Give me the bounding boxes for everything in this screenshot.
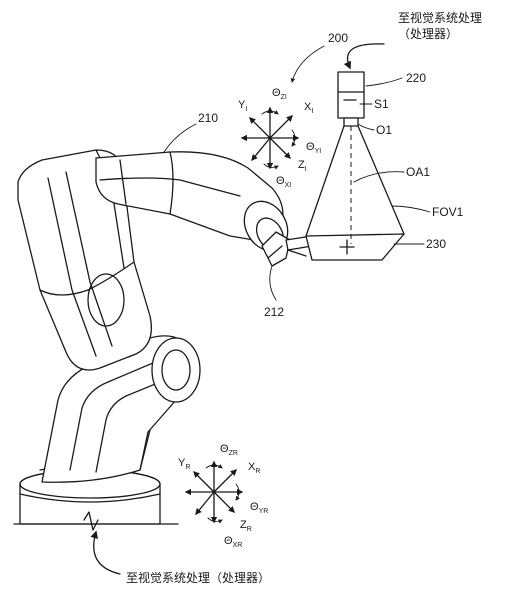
label-o1: O1 [376,123,392,137]
label-s1: S1 [374,97,389,111]
theta-yr-label: ΘYR [250,501,268,515]
ref-210: 210 [198,111,218,125]
theta-zr-label: ΘZR [220,443,238,457]
vision-system-top-line1: 至视觉系统处理 [398,10,482,25]
workpiece-230 [305,233,405,261]
theta-zi-label: ΘZI [272,87,287,101]
camera-icon [337,71,365,127]
y-r-label: YR [178,457,190,471]
ref-230: 230 [426,237,446,251]
theta-xi-label: ΘXI [276,175,291,189]
leader-lines [90,43,431,575]
ref-200: 200 [328,31,348,45]
y-i-label: YI [238,99,247,113]
ref-220: 220 [406,71,426,85]
x-i-label: XI [304,101,313,115]
tool-axis-labels: ΘZI YI XI ΘYI ZI ΘXI [238,87,321,189]
vision-system-top-line2: （处理器） [398,27,458,41]
coordinate-triad-icon [240,106,300,170]
label-fov1: FOV1 [432,205,464,219]
vision-system-bottom: 至视觉系统处理（处理器） [126,570,270,585]
theta-yi-label: ΘYI [306,141,321,155]
crosshair-icon [339,239,355,255]
z-i-label: ZI [298,159,307,173]
x-r-label: XR [248,461,260,475]
ref-212: 212 [264,305,284,319]
label-oa1: OA1 [406,165,430,179]
field-of-view [305,125,405,244]
theta-xr-label: ΘXR [224,535,242,549]
robot-wrist [243,200,313,267]
coordinate-triad-icon [184,460,244,524]
robot-lower-arm [41,335,201,483]
robot-axis-labels: ΘZR YR XR ΘYR ZR ΘXR [178,443,268,549]
robot-upper-arm [17,149,153,371]
z-r-label: ZR [240,519,252,533]
